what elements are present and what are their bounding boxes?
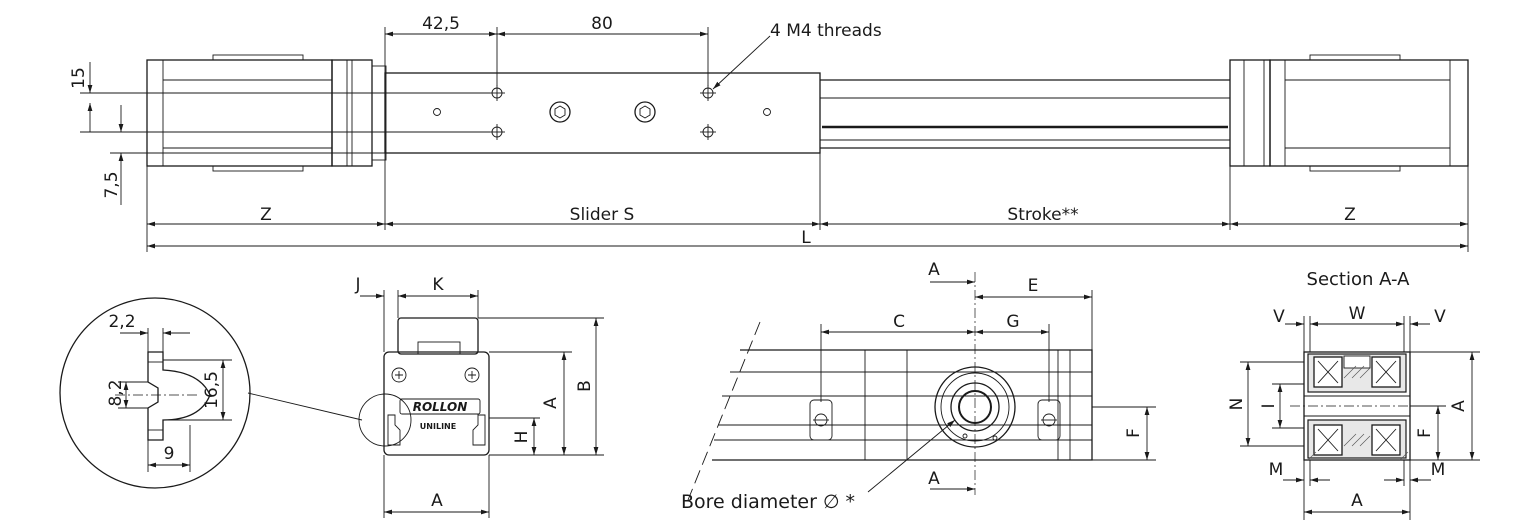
dim-80: 80	[591, 14, 613, 34]
logo-brand: ROLLON	[413, 400, 468, 414]
dim-z-left: Z	[260, 205, 272, 225]
dim-w: W	[1349, 304, 1366, 324]
dim-42-5: 42,5	[422, 14, 460, 34]
right-end-cap	[1269, 59, 1469, 167]
dim-16-5: 16,5	[202, 371, 222, 409]
dim-z-right: Z	[1344, 205, 1356, 225]
end-slider	[397, 317, 479, 355]
dim-h: H	[512, 431, 532, 444]
dim-a-side: A	[541, 397, 561, 409]
top-view: 42,5 80 4 M4 threads 15 7,5 Z Slider S S…	[69, 14, 1469, 252]
dim-a-section-bottom: A	[1351, 491, 1363, 511]
dim-9: 9	[164, 444, 175, 464]
dim-7-5: 7,5	[102, 171, 122, 198]
dim-stroke: Stroke**	[1007, 205, 1078, 225]
dim-k: K	[432, 275, 444, 295]
end-cap-plate	[383, 351, 490, 456]
dim-v-left: V	[1273, 307, 1285, 327]
socket-screw-icon	[549, 101, 571, 123]
section-title: Section A-A	[1307, 269, 1411, 290]
detail-circle	[59, 297, 251, 489]
end-view: ROLLON UNILINE J K A A B H	[354, 275, 604, 518]
dim-a-section-side: A	[1449, 400, 1469, 412]
logo-model: UNILINE	[420, 422, 456, 431]
dim-c: C	[893, 312, 905, 332]
dim-n: N	[1227, 398, 1247, 411]
section-view: Section A-A V W V	[1227, 269, 1480, 520]
slider-view: A A C G E F Bore diameter ∅ *	[681, 260, 1156, 513]
dim-f: F	[1124, 428, 1144, 438]
dim-e: E	[1028, 276, 1039, 296]
screw-icon	[464, 367, 480, 383]
threads-note: 4 M4 threads	[770, 21, 882, 41]
dim-v-right: V	[1434, 307, 1446, 327]
section-mark-a-bottom: A	[928, 469, 940, 489]
m4-thread-holes	[489, 85, 716, 140]
dim-8-2: 8,2	[106, 379, 126, 406]
dim-2-2: 2,2	[108, 312, 135, 332]
rollon-logo	[399, 398, 481, 415]
dim-f-section: F	[1415, 428, 1435, 438]
dim-g: G	[1006, 312, 1019, 332]
left-end-cap	[146, 59, 333, 167]
bore-note: Bore diameter ∅ *	[681, 491, 855, 513]
dim-j: J	[354, 275, 360, 295]
dim-l: L	[801, 228, 811, 248]
detail-view: 2,2 8,2 16,5 9	[59, 297, 412, 489]
dim-a-bottom: A	[431, 491, 443, 511]
dim-b: B	[575, 380, 595, 392]
dim-15: 15	[69, 67, 89, 89]
section-mark-a-top: A	[928, 260, 940, 280]
screw-icon	[391, 367, 407, 383]
dim-m-right: M	[1431, 460, 1446, 480]
dim-m-left: M	[1269, 460, 1284, 480]
dim-i: I	[1259, 403, 1279, 408]
dim-slider-s: Slider S	[570, 205, 635, 225]
slider-body	[384, 72, 821, 154]
socket-screw-icon	[634, 101, 656, 123]
